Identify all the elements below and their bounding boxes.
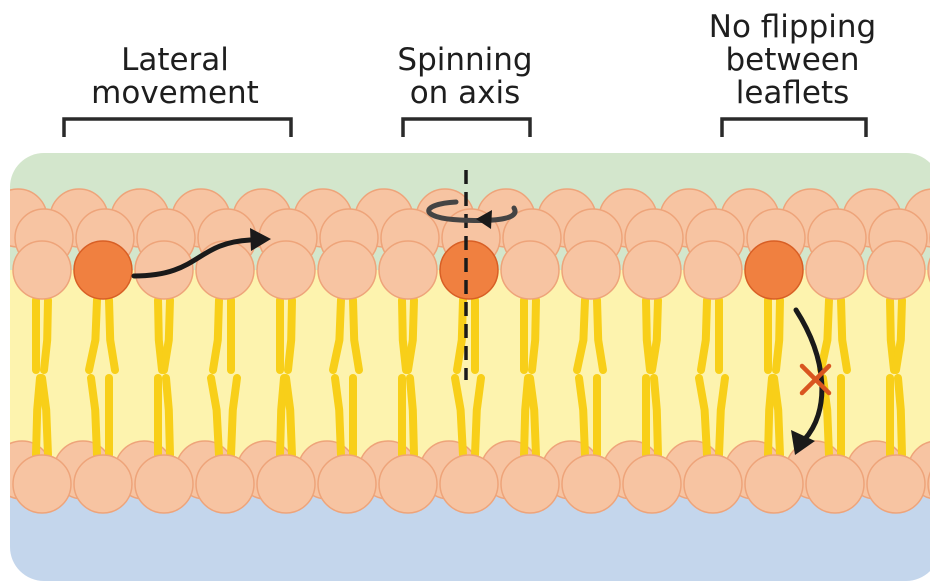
phospholipid-head [257, 455, 315, 513]
moving-phospholipid-head [74, 241, 132, 299]
lipid-tail [288, 300, 292, 370]
lipid-tail [410, 378, 414, 455]
phospholipid-head [623, 241, 681, 299]
lipid-tail [890, 300, 894, 370]
phospholipid-head [562, 455, 620, 513]
phospholipid-head [867, 241, 925, 299]
lipid-tail [654, 378, 658, 455]
phospholipid-head [684, 241, 742, 299]
phospholipid-head [562, 241, 620, 299]
phospholipid-head [745, 455, 803, 513]
flipping-bracket [722, 119, 866, 137]
phospholipid-head [379, 241, 437, 299]
phospholipid-head [13, 455, 71, 513]
phospholipid-head [623, 455, 681, 513]
lipid-tail [44, 300, 48, 370]
lipid-tail [776, 300, 780, 370]
phospholipid-head [806, 241, 864, 299]
phospholipid-head [257, 241, 315, 299]
moving-phospholipid-head [745, 241, 803, 299]
lipid-tail [646, 300, 650, 370]
phospholipid-head [501, 455, 559, 513]
moving-phospholipid-head [440, 241, 498, 299]
phospholipid-head [440, 455, 498, 513]
phospholipid-head [318, 241, 376, 299]
phospholipid-head [501, 241, 559, 299]
phospholipid-head [318, 455, 376, 513]
lipid-tail [36, 378, 40, 455]
phospholipid-head [867, 455, 925, 513]
lipid-tail [532, 300, 536, 370]
phospholipid-head [13, 241, 71, 299]
phospholipid-head [196, 241, 254, 299]
lipid-tail [280, 378, 284, 455]
phospholipid-head [684, 455, 742, 513]
lipid-tail [524, 378, 528, 455]
lipid-tail [898, 378, 902, 455]
phospholipid-head [135, 455, 193, 513]
phospholipid-head [196, 455, 254, 513]
lipid-tail [166, 378, 170, 455]
lipid-tail [158, 300, 162, 370]
lipid-tail [402, 300, 406, 370]
lateral-bracket [64, 119, 291, 137]
spinning-bracket [403, 119, 530, 137]
phospholipid-head [74, 455, 132, 513]
lipid-tail [768, 378, 772, 455]
phospholipid-head [135, 241, 193, 299]
phospholipid-head [806, 455, 864, 513]
phospholipid-head [379, 455, 437, 513]
